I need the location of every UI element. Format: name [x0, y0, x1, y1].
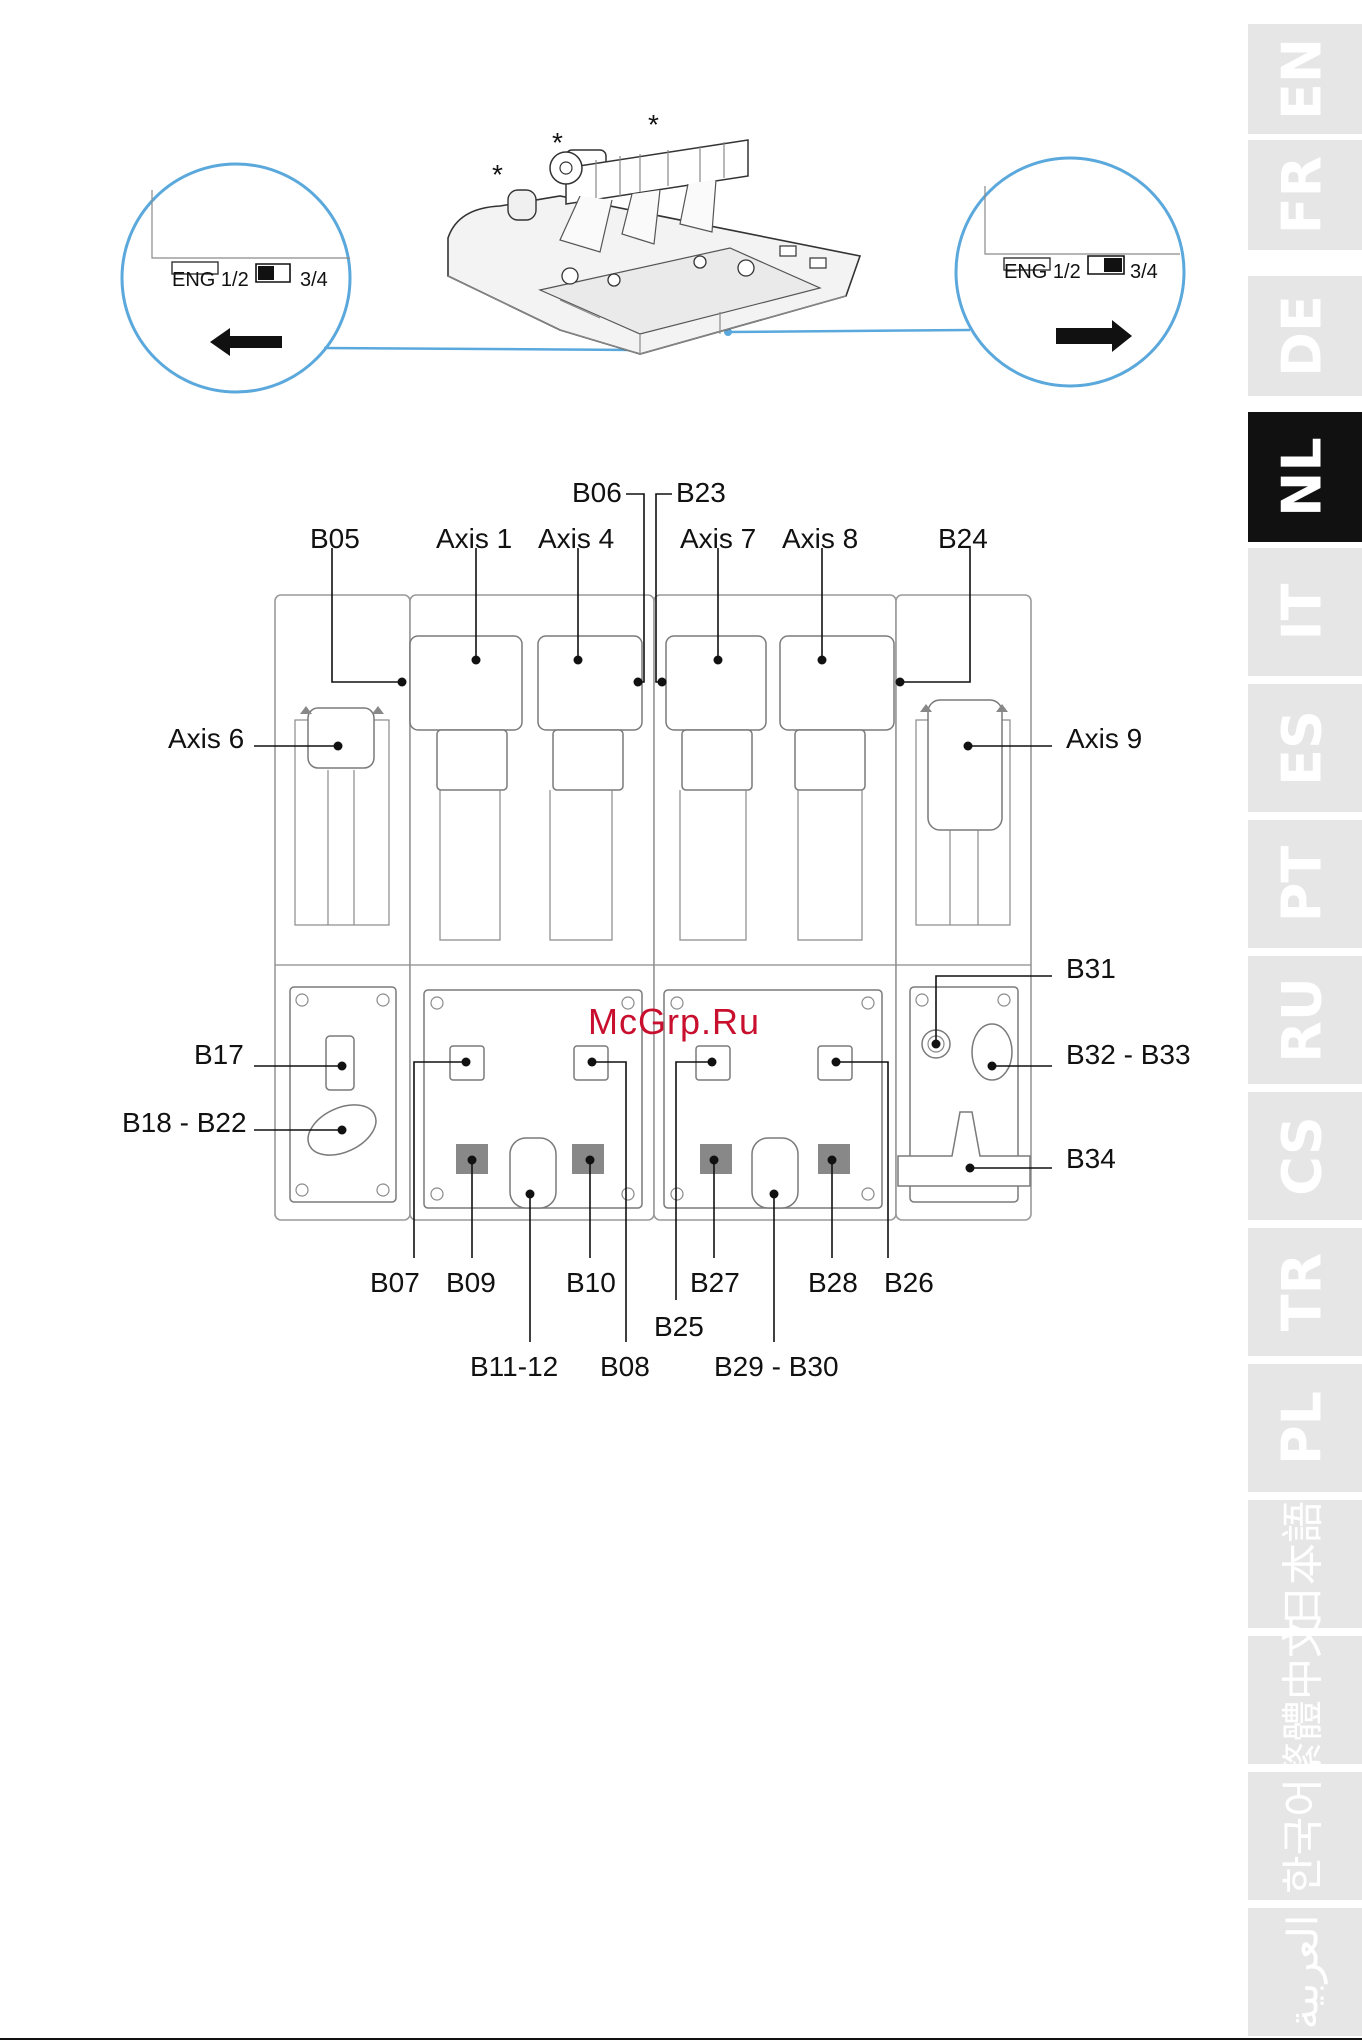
label-b09: B09	[446, 1267, 496, 1298]
label-axis1: Axis 1	[436, 523, 512, 554]
tab-es[interactable]: ES	[1248, 684, 1362, 812]
label-b06: B06	[572, 477, 622, 508]
label-b25: B25	[654, 1311, 704, 1342]
label-axis9: Axis 9	[1066, 723, 1142, 754]
svg-text:العربية: العربية	[1279, 1915, 1328, 2030]
tab-de[interactable]: DE	[1248, 276, 1362, 396]
label-b10: B10	[566, 1267, 616, 1298]
asterisk-3: *	[648, 109, 659, 140]
language-tabs: EN FR DE NL IT ES PT RU	[1248, 24, 1362, 2036]
svg-text:FR: FR	[1271, 156, 1334, 234]
connector-left	[324, 348, 638, 350]
connector-right	[728, 330, 970, 332]
label-b05: B05	[310, 523, 360, 554]
svg-text:CS: CS	[1271, 1116, 1334, 1196]
right-switch-zoom: ENG 1/2 3/4	[956, 158, 1184, 386]
label-b08: B08	[600, 1351, 650, 1382]
svg-text:DE: DE	[1271, 295, 1334, 377]
svg-text:PT: PT	[1271, 846, 1334, 923]
b11-12-rotary[interactable]	[510, 1138, 556, 1208]
svg-text:日本語: 日本語	[1279, 1501, 1328, 1627]
svg-text:RU: RU	[1271, 977, 1334, 1062]
tab-fr[interactable]: FR	[1248, 140, 1362, 250]
tab-pl[interactable]: PL	[1248, 1364, 1362, 1492]
left-lower-panel	[290, 987, 396, 1202]
watermark: McGrp.Ru	[588, 1001, 760, 1042]
asterisk-2: *	[552, 127, 563, 158]
label-b23: B23	[676, 477, 726, 508]
label-b11-12: B11-12	[470, 1351, 558, 1382]
tab-cs[interactable]: CS	[1248, 1092, 1362, 1220]
label-b32-b33: B32 - B33	[1066, 1039, 1191, 1070]
left-switch-label-34: 3/4	[300, 269, 328, 291]
tab-zh-tw[interactable]: 繁體中文	[1248, 1616, 1362, 1784]
svg-text:PL: PL	[1271, 1391, 1334, 1465]
label-b18-b22: B18 - B22	[122, 1107, 247, 1138]
svg-text:EN: EN	[1271, 38, 1334, 120]
throttle-top-view	[275, 595, 1031, 1220]
label-axis7: Axis 7	[680, 523, 756, 554]
left-switch-zoom: ENG 1/2 3/4	[122, 164, 350, 392]
svg-text:한국어: 한국어	[1279, 1778, 1328, 1894]
tab-nl[interactable]: NL	[1248, 412, 1362, 542]
tab-en[interactable]: EN	[1248, 24, 1362, 134]
throttle-quadrant-perspective: * * *	[448, 109, 860, 354]
right-switch-label-34: 3/4	[1130, 261, 1158, 283]
label-b28: B28	[808, 1267, 858, 1298]
svg-text:NL: NL	[1271, 437, 1334, 517]
label-b34: B34	[1066, 1143, 1116, 1174]
label-b31: B31	[1066, 953, 1116, 984]
tab-ko[interactable]: 한국어	[1248, 1772, 1362, 1900]
tab-it[interactable]: IT	[1248, 548, 1362, 676]
label-b27: B27	[690, 1267, 740, 1298]
b32-b33-rotary[interactable]	[972, 1024, 1012, 1080]
tab-pt[interactable]: PT	[1248, 820, 1362, 948]
label-axis4: Axis 4	[538, 523, 614, 554]
tab-tr[interactable]: TR	[1248, 1228, 1362, 1356]
label-b07: B07	[370, 1267, 420, 1298]
svg-text:ES: ES	[1271, 710, 1334, 786]
label-b26: B26	[884, 1267, 934, 1298]
label-b17: B17	[194, 1039, 244, 1070]
label-axis8: Axis 8	[782, 523, 858, 554]
left-switch-label-eng12: ENG 1/2	[172, 269, 249, 291]
asterisk-1: *	[492, 159, 503, 190]
svg-text:TR: TR	[1271, 1253, 1334, 1331]
label-b29-b30: B29 - B30	[714, 1351, 839, 1382]
tab-ru[interactable]: RU	[1248, 956, 1362, 1084]
label-b24: B24	[938, 523, 988, 554]
tab-ja[interactable]: 日本語	[1248, 1500, 1362, 1628]
label-axis6: Axis 6	[168, 723, 244, 754]
top-figure: ENG 1/2 3/4 ENG 1/2 3/4	[122, 109, 1184, 392]
svg-text:繁體中文: 繁體中文	[1279, 1616, 1328, 1784]
svg-text:IT: IT	[1271, 583, 1334, 640]
tab-ar[interactable]: العربية	[1248, 1908, 1362, 2036]
right-switch-label-eng12: ENG 1/2	[1004, 261, 1081, 283]
